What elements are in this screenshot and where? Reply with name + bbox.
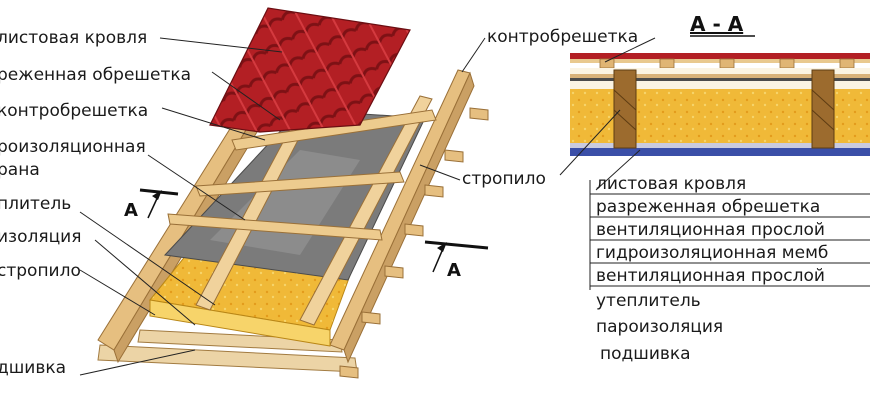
right-label-insulation: утеплитель: [596, 291, 701, 311]
label-insulation-left: плитель: [0, 194, 71, 214]
section-rafters: [613, 69, 835, 149]
section-counter-batten-line: [570, 74, 870, 78]
left-leaders: [79, 37, 486, 376]
section-membrane: [570, 78, 870, 81]
label-waterproofing-left: роизоляционная: [0, 137, 146, 157]
label-rafter-left: стропило: [0, 261, 81, 281]
metal-tile-sheet: [209, 7, 411, 133]
right-label-lining: подшивка: [600, 344, 691, 364]
section-mark-right: А: [447, 260, 461, 281]
label-counter-batten-top: контробрешетка: [487, 27, 638, 47]
label-sparse-battens-left: реженная обрешетка: [0, 65, 191, 85]
battens: [167, 109, 437, 241]
right-label-battens: разреженная обрешетка: [596, 197, 820, 217]
section-ventilation-gap: [570, 68, 870, 78]
section-vapor-barrier: [570, 143, 870, 148]
section-marker-right: [424, 240, 489, 273]
roof-3d-view: [97, 7, 489, 379]
right-list-bracket: [589, 180, 870, 290]
rafter-ends: [339, 107, 489, 379]
label-lining-left: дшивка: [0, 358, 66, 378]
section-title: А - А: [690, 12, 744, 36]
right-label-vent-1: вентиляционная прослой: [596, 220, 825, 240]
label-membrane-left: рана: [0, 160, 40, 180]
label-roof-sheet-left: листовая кровля: [0, 28, 147, 48]
right-label-vapor: пароизоляция: [596, 317, 723, 337]
rafter-right-side: [343, 71, 475, 364]
section-mark-left: А: [124, 200, 138, 221]
section-roofing: [570, 53, 870, 59]
right-label-vent-2: вентиляционная прослой: [596, 266, 825, 286]
right-label-roofing: листовая кровля: [596, 174, 746, 194]
section-leaders: [559, 37, 656, 191]
section-marker-left: [139, 188, 179, 219]
counter-batten: [299, 95, 433, 326]
right-label-membrane: гидроизоляционная мемб: [596, 243, 828, 263]
section-ventilation-gap-2: [570, 81, 870, 89]
label-vapor-barrier-left: изоляция: [0, 227, 81, 247]
section-lining: [570, 148, 870, 156]
label-rafter-middle: стропило: [462, 169, 546, 189]
section-view: [559, 37, 870, 191]
label-counter-batten-left: контробрешетка: [0, 101, 148, 121]
insulation-front: [149, 299, 331, 347]
section-batten-blocks: [599, 58, 855, 69]
right-label-list: листовая кровля разреженная обрешетка ве…: [596, 174, 828, 364]
